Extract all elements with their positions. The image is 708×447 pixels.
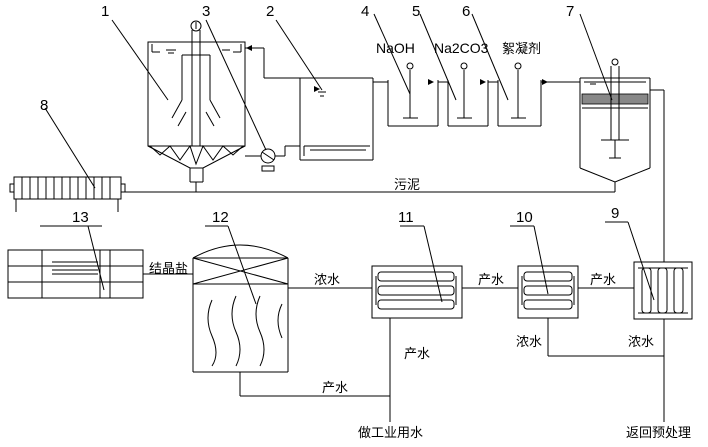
unit-8-filter-press [9, 176, 126, 212]
unit-10-membrane [517, 265, 579, 319]
unit-13-crystallizer [7, 249, 144, 299]
label-prod-10-9: 产水 [590, 273, 616, 288]
chemical-labels: NaOH Na2CO3 絮凝剂 [376, 40, 541, 57]
unit-6-flocculant-tank [497, 62, 542, 127]
label-prod-11-down: 产水 [404, 347, 430, 362]
number-2: 2 [266, 3, 274, 20]
number-8: 8 [40, 97, 48, 114]
flow-arrows [246, 45, 548, 92]
number-12: 12 [212, 209, 229, 226]
label-return-pretreat: 返回预处理 [626, 426, 691, 441]
label-naoh: NaOH [376, 40, 415, 56]
number-3: 3 [202, 3, 210, 20]
number-1: 1 [101, 3, 109, 20]
number-13: 13 [72, 209, 89, 226]
label-industrial-water: 做工业用水 [358, 426, 423, 441]
label-conc-9: 浓水 [628, 335, 654, 350]
label-sludge: 污泥 [394, 178, 420, 193]
unit-2-tank [299, 77, 374, 161]
pipes [121, 47, 665, 422]
unit-numbers: 1 3 2 4 5 6 7 8 13 12 11 10 9 [40, 3, 619, 226]
leader-lines [40, 13, 655, 305]
number-5: 5 [412, 3, 420, 20]
number-4: 4 [361, 3, 369, 20]
unit-5-na2co3-tank [447, 62, 489, 127]
label-conc-12-11: 浓水 [314, 273, 340, 288]
label-conc-10: 浓水 [516, 335, 542, 350]
label-prod-11-10: 产水 [478, 273, 504, 288]
unit-7-settling-tank [579, 58, 651, 183]
number-7: 7 [566, 3, 574, 20]
number-10: 10 [516, 209, 533, 226]
label-na2co3: Na2CO3 [434, 40, 489, 56]
label-prod-12-down: 产水 [322, 381, 348, 396]
unit-1-clarifier [147, 20, 246, 183]
number-11: 11 [398, 209, 414, 226]
number-6: 6 [462, 3, 470, 20]
unit-11-membrane [371, 265, 463, 319]
stream-labels: 污泥 结晶盐 浓水 产水 产水 浓水 浓水 产水 产水 做工业用水 返回预处理 [149, 178, 691, 441]
unit-12-evaporator [192, 244, 289, 373]
label-flocculant: 絮凝剂 [502, 41, 541, 57]
unit-9-filter [633, 261, 693, 320]
label-crystal-salt: 结晶盐 [149, 262, 188, 277]
number-9: 9 [611, 205, 619, 222]
unit-4-naoh-tank [387, 62, 439, 127]
unit-3-pump [260, 145, 300, 172]
